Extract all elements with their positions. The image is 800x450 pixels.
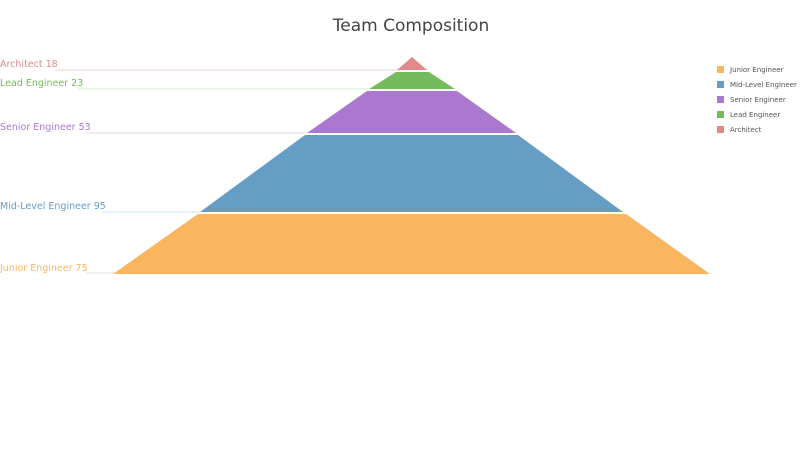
legend-swatch-icon: [717, 81, 724, 88]
layer-architect[interactable]: [397, 57, 427, 70]
legend-swatch-icon: [717, 96, 724, 103]
legend-label: Mid-Level Engineer: [730, 80, 797, 89]
legend-label: Lead Engineer: [730, 110, 781, 119]
leader-lines: [55, 69, 400, 274]
data-label-mid-level-engineer: Mid-Level Engineer 95: [0, 201, 106, 212]
legend-item-mid-level-engineer[interactable]: Mid-Level Engineer: [717, 77, 797, 92]
data-label-junior-engineer: Junior Engineer 75: [0, 263, 88, 274]
legend-item-lead-engineer[interactable]: Lead Engineer: [717, 107, 797, 122]
layer-lead-engineer[interactable]: [369, 72, 455, 89]
data-label-lead-engineer: Lead Engineer 23: [0, 78, 84, 89]
legend-item-senior-engineer[interactable]: Senior Engineer: [717, 92, 797, 107]
data-label-architect: Architect 18: [0, 59, 58, 70]
legend-label: Architect: [730, 125, 762, 134]
layer-junior-engineer[interactable]: [113, 214, 710, 274]
legend-swatch-icon: [717, 111, 724, 118]
legend-swatch-icon: [717, 66, 724, 73]
chart-title: Team Composition: [332, 16, 490, 36]
layer-mid-level-engineer[interactable]: [200, 135, 623, 212]
layer-senior-engineer[interactable]: [307, 91, 516, 133]
legend: Junior Engineer Mid-Level Engineer Senio…: [717, 62, 797, 137]
data-label-senior-engineer: Senior Engineer 53: [0, 122, 91, 133]
legend-label: Senior Engineer: [730, 95, 786, 104]
legend-item-junior-engineer[interactable]: Junior Engineer: [717, 62, 797, 77]
legend-label: Junior Engineer: [730, 65, 784, 74]
legend-swatch-icon: [717, 126, 724, 133]
legend-item-architect[interactable]: Architect: [717, 122, 797, 137]
